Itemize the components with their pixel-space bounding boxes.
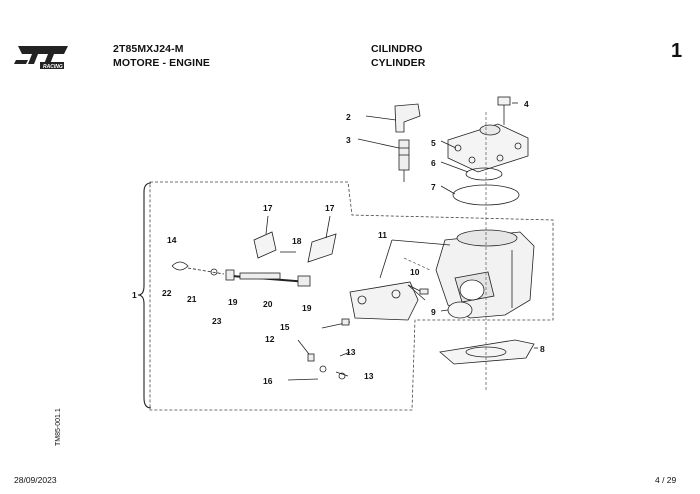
callout-11: 11 [378, 230, 387, 240]
callout-17b: 17 [325, 203, 335, 213]
page-number: 4 / 29 [655, 475, 677, 485]
section-title-it: CILINDRO [371, 43, 423, 55]
section-title-en: CYLINDER [371, 57, 426, 69]
callout-13b: 13 [364, 371, 374, 381]
callout-21: 21 [187, 294, 197, 304]
tm-racing-logo: RACING [14, 42, 70, 72]
table-number: 1 [671, 40, 683, 62]
callout-5: 5 [431, 138, 436, 148]
callout-19a: 19 [228, 297, 238, 307]
callout-4: 4 [524, 99, 529, 109]
callout-9: 9 [431, 307, 436, 317]
callout-3: 3 [346, 135, 351, 145]
callout-10: 10 [410, 267, 420, 277]
callout-16: 16 [263, 376, 273, 386]
callout-14: 14 [167, 235, 177, 245]
callout-19b: 19 [302, 303, 312, 313]
callout-13a: 13 [346, 347, 356, 357]
callout-8: 8 [540, 344, 545, 354]
callout-1: 1 [132, 290, 137, 300]
callout-18: 18 [292, 236, 302, 246]
callout-6: 6 [431, 158, 436, 168]
callout-22: 22 [162, 288, 172, 298]
callout-12: 12 [265, 334, 275, 344]
print-date: 28/09/2023 [14, 475, 57, 485]
callout-7: 7 [431, 182, 436, 192]
callout-15: 15 [280, 322, 290, 332]
callout-20: 20 [263, 299, 273, 309]
callout-23: 23 [212, 316, 222, 326]
svg-text:RACING: RACING [43, 64, 63, 70]
callout-labels: 1 2 3 4 5 6 7 8 9 10 11 12 13 13 14 15 1… [132, 99, 545, 386]
model-code: 2T85MXJ24-M [113, 43, 184, 55]
callout-17a: 17 [263, 203, 273, 213]
callout-2: 2 [346, 112, 351, 122]
group-title: MOTORE - ENGINE [113, 57, 210, 69]
